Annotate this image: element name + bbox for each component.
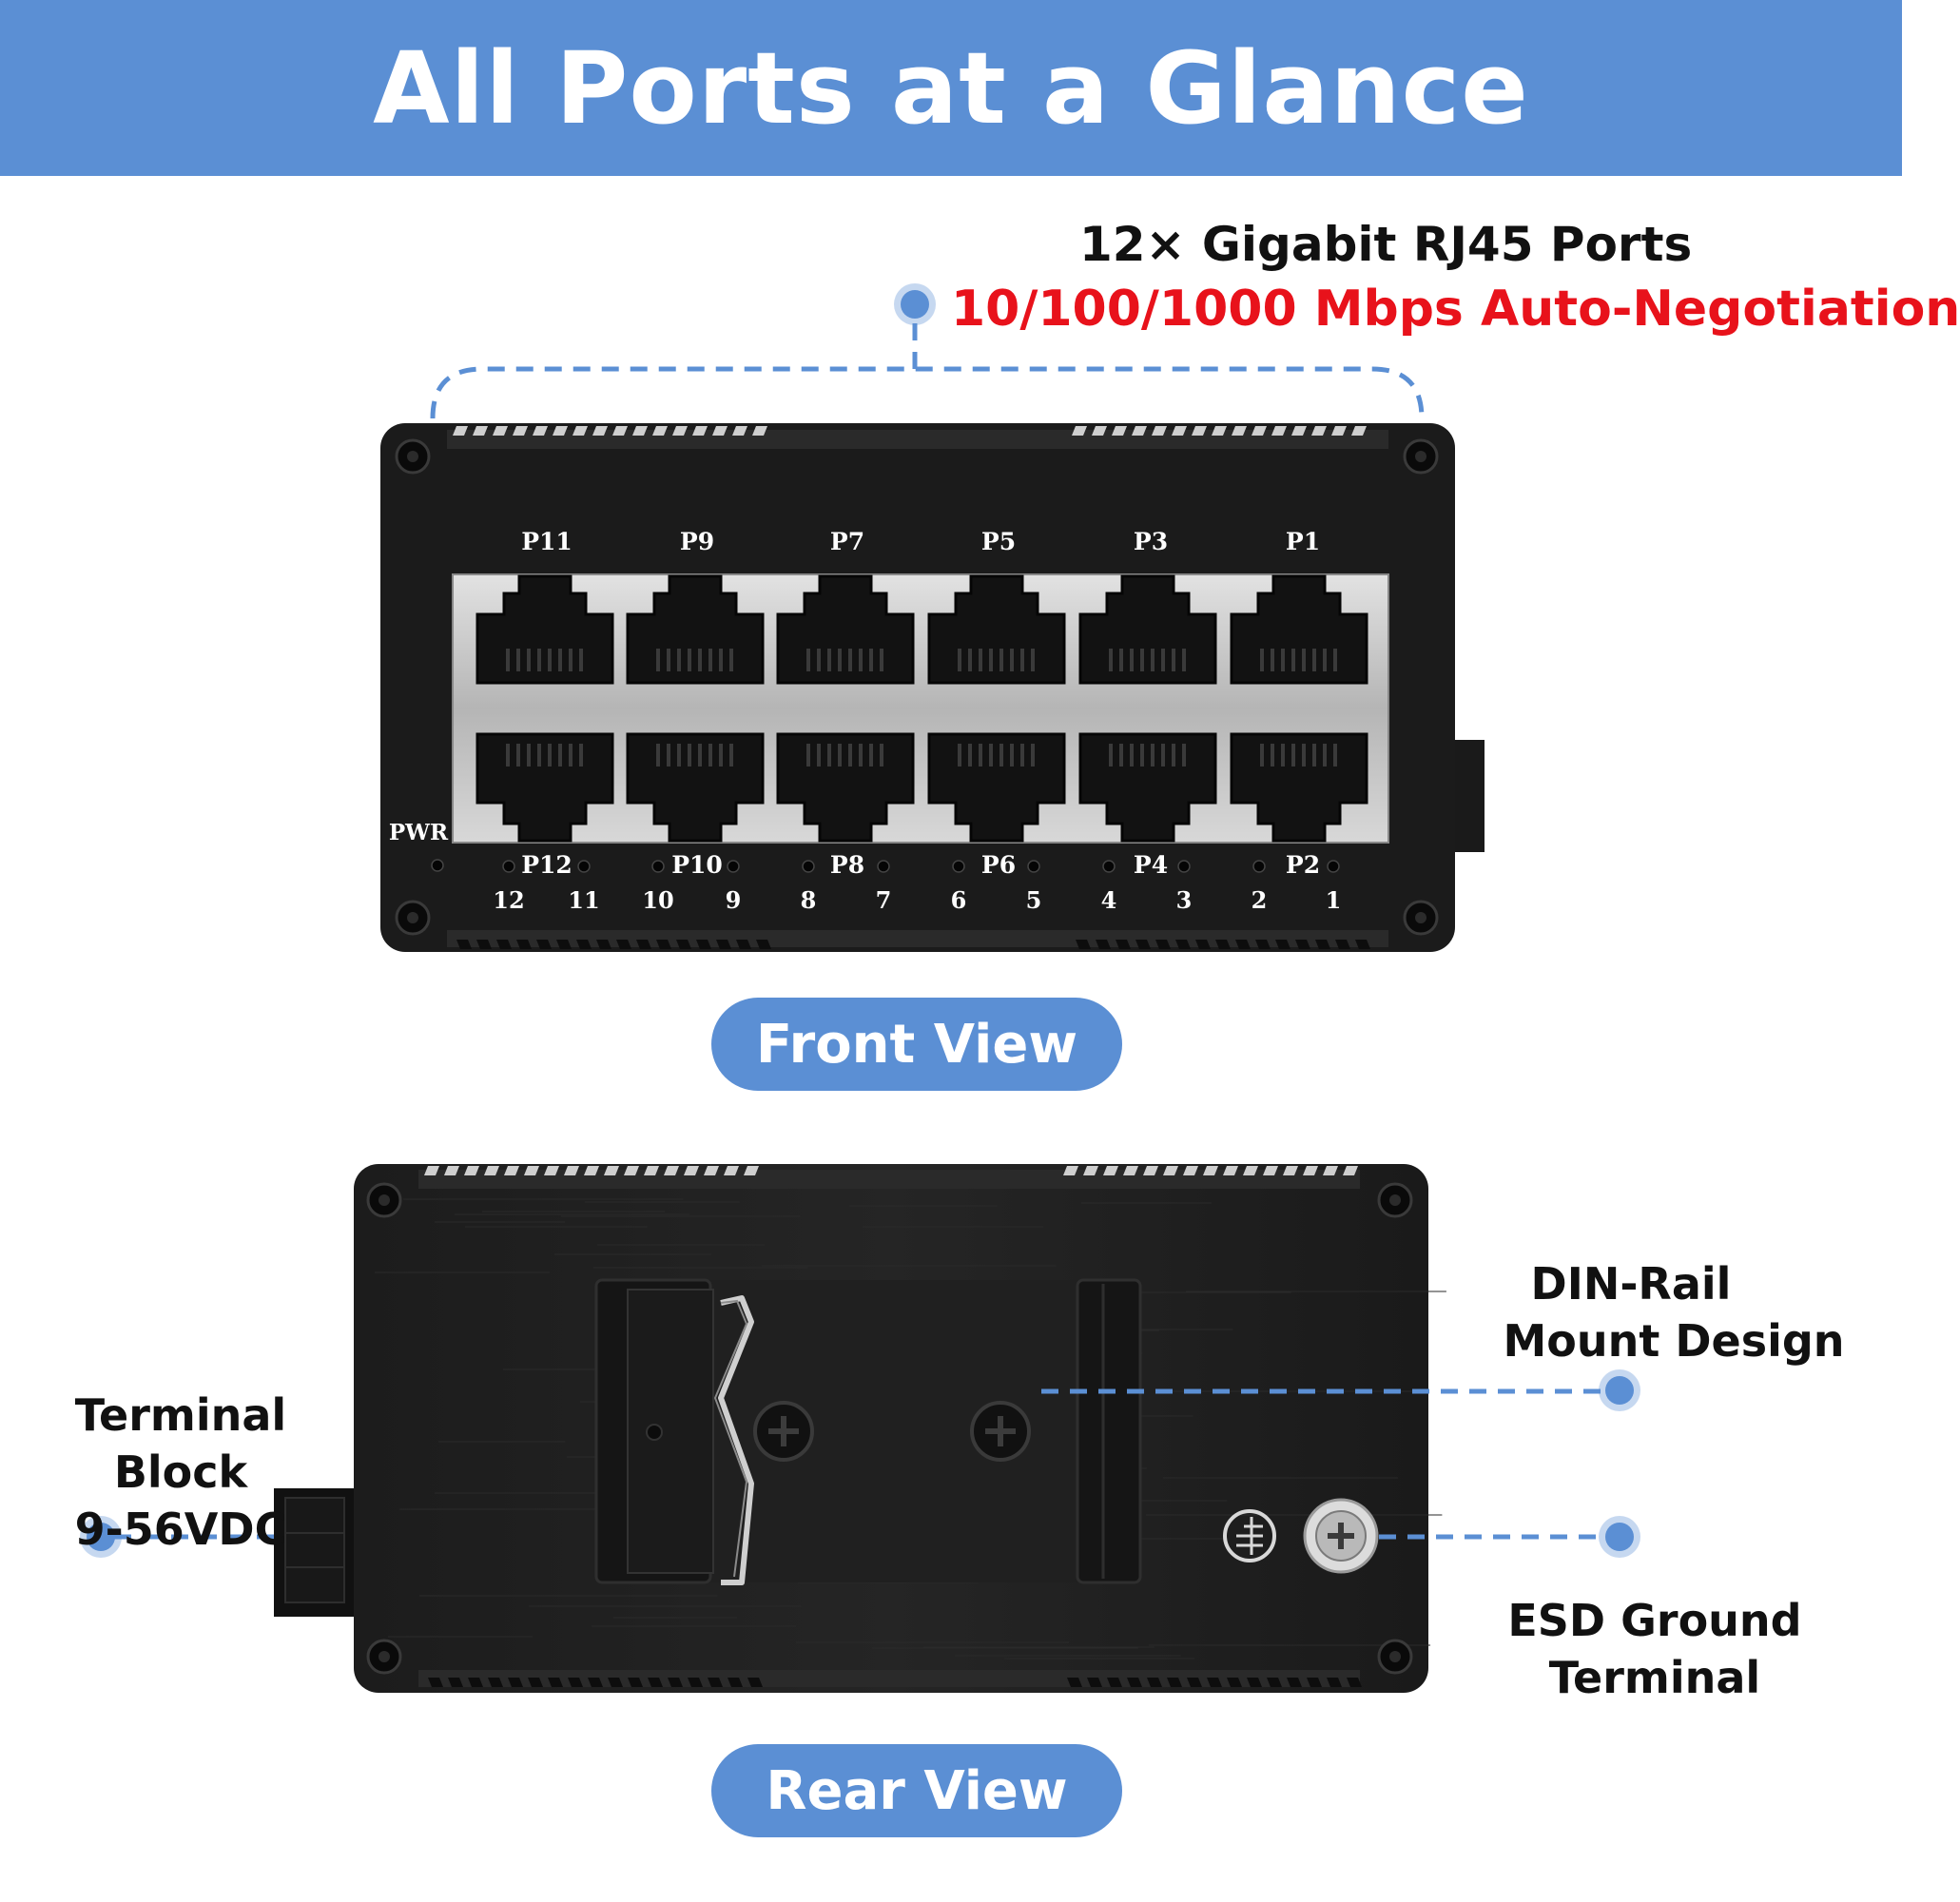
ports-title: 12× Gigabit RJ45 Ports <box>1079 217 1693 272</box>
port-label: P10 <box>671 851 723 879</box>
esd-callout-dot <box>1599 1516 1640 1558</box>
pwr-label: PWR <box>389 820 449 845</box>
port-led <box>577 860 591 873</box>
rj45-port <box>1230 574 1368 685</box>
rj45-port <box>927 732 1066 843</box>
port-led <box>877 860 890 873</box>
port-label: P11 <box>521 528 572 555</box>
esd-ground-terminal <box>1303 1498 1379 1574</box>
din-line1: DIN-Rail <box>1530 1258 1732 1310</box>
rj45-port <box>475 574 614 685</box>
esd-line2: Terminal <box>1548 1652 1761 1703</box>
port-led <box>952 860 965 873</box>
port-label: P12 <box>521 851 572 879</box>
front-side-terminal <box>1450 740 1485 852</box>
led-number: 1 <box>1326 886 1342 914</box>
ports-callout-dot <box>894 283 936 325</box>
din-rail-label: DIN-Rail Mount Design <box>1503 1255 1845 1369</box>
port-led <box>1177 860 1191 873</box>
esd-line1: ESD Ground <box>1507 1595 1802 1646</box>
led-number: 11 <box>568 886 599 914</box>
din-line2: Mount Design <box>1503 1315 1845 1367</box>
rj45-port <box>1230 732 1368 843</box>
rear-heat-fins <box>424 1166 1362 1687</box>
port-led <box>502 860 515 873</box>
rj45-port <box>626 574 765 685</box>
port-led <box>727 860 740 873</box>
led-number: 2 <box>1252 886 1268 914</box>
din-callout-dot <box>1599 1369 1640 1411</box>
ground-symbol-icon <box>1223 1509 1276 1562</box>
rear-view-label: Rear View <box>711 1744 1122 1837</box>
title-banner: All Ports at a Glance <box>0 0 1902 176</box>
terminal-line2: 9-56VDC <box>74 1504 287 1555</box>
port-label: P8 <box>830 851 864 879</box>
led-number: 10 <box>642 886 673 914</box>
front-heat-fins <box>453 426 1370 949</box>
port-label: P5 <box>981 528 1016 555</box>
rj45-port <box>626 732 765 843</box>
port-leds <box>502 860 1340 873</box>
ports-subtitle: 10/100/1000 Mbps Auto-Negotiation <box>951 281 1960 338</box>
port-label: P4 <box>1134 851 1168 879</box>
rj45-port <box>1078 574 1217 685</box>
led-number: 3 <box>1176 886 1193 914</box>
page-title: All Ports at a Glance <box>373 29 1529 146</box>
rj45-port <box>776 732 915 843</box>
port-led <box>1102 860 1116 873</box>
led-number: 7 <box>876 886 892 914</box>
port-led <box>802 860 815 873</box>
led-number: 12 <box>493 886 524 914</box>
port-label: P7 <box>830 528 864 555</box>
front-screws <box>395 438 1439 936</box>
terminal-line1: Terminal Block <box>74 1389 287 1498</box>
esd-ground-label: ESD Ground Terminal <box>1484 1592 1826 1706</box>
port-label: P6 <box>981 851 1016 879</box>
rj45-port <box>475 732 614 843</box>
ports-callout-bracket <box>430 319 1425 419</box>
pwr-led <box>431 859 444 872</box>
led-number: 5 <box>1026 886 1042 914</box>
rj45-ports <box>475 574 1368 843</box>
rj45-port <box>1078 732 1217 843</box>
port-led <box>1327 860 1340 873</box>
port-label: P9 <box>680 528 714 555</box>
led-number: 6 <box>951 886 967 914</box>
port-label: P2 <box>1286 851 1320 879</box>
led-number: 8 <box>801 886 817 914</box>
din-rail-bracket <box>594 1278 1142 1585</box>
terminal-callout-dot <box>80 1516 122 1558</box>
led-number: 9 <box>726 886 742 914</box>
led-number: 4 <box>1101 886 1117 914</box>
front-view-device: P11 P9 P7 P5 P3 P1 PWR P12 P10 P8 P6 P4 … <box>380 283 1485 952</box>
rj45-port <box>776 574 915 685</box>
port-led <box>1252 860 1266 873</box>
terminal-block-label: Terminal Block 9-56VDC <box>10 1387 352 1558</box>
rj45-port <box>927 574 1066 685</box>
port-led <box>1027 860 1040 873</box>
port-led <box>651 860 665 873</box>
port-label: P3 <box>1134 528 1168 555</box>
front-view-label: Front View <box>711 998 1122 1091</box>
terminal-block <box>274 1488 358 1617</box>
rear-screws <box>366 1182 1413 1675</box>
port-label: P1 <box>1286 528 1320 555</box>
rear-view-device <box>80 1164 1640 1693</box>
